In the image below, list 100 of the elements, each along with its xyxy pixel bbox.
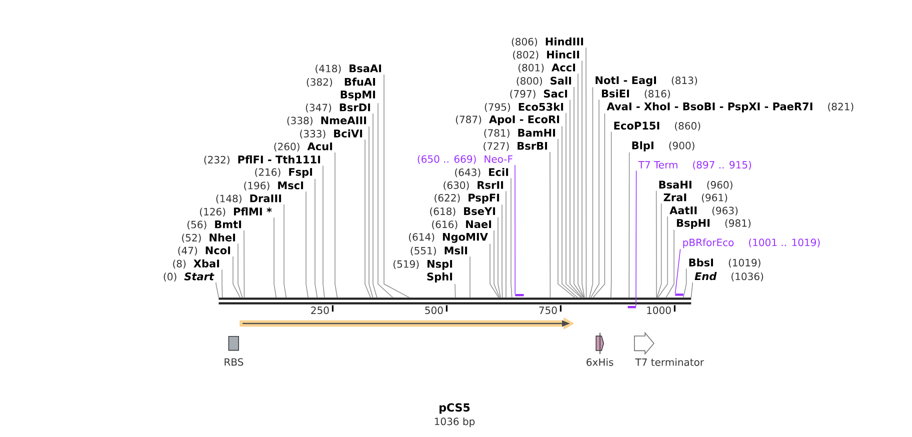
leader-line	[514, 164, 516, 294]
cut-site-label: (551) MslI	[410, 246, 468, 256]
leader-line	[238, 243, 243, 298]
cut-site-label: (148) DraIII	[216, 194, 282, 204]
cut-site-label: (787) ApoI - EcoRI	[456, 115, 560, 126]
leader-line	[490, 243, 500, 298]
leader-line	[368, 126, 374, 298]
leader-line	[574, 86, 584, 298]
leader-line	[582, 60, 585, 298]
leader-line	[570, 99, 582, 298]
leader-line	[656, 203, 662, 298]
leader-line	[674, 248, 681, 294]
cut-site-label: NotI - EagI (813)	[596, 76, 697, 86]
cut-site-label: (614) NgoMIV	[408, 232, 488, 243]
tick-label: 250	[311, 306, 329, 314]
cut-site-label: (382) BfuAI BspMI	[306, 78, 376, 101]
leader-line	[610, 131, 612, 298]
cut-site-label: (196) MscI	[244, 182, 304, 190]
leader-line	[628, 152, 630, 298]
leader-line	[222, 269, 223, 298]
cut-site-label: (797) SacI	[510, 90, 568, 99]
cut-site-label: BspHI (981)	[676, 219, 750, 229]
leader-line	[558, 138, 576, 298]
leader-line	[274, 217, 277, 298]
tick-label: 500	[425, 306, 443, 314]
leader-line	[683, 268, 687, 298]
tick-label: 750	[539, 306, 557, 314]
title: pCS5	[440, 403, 470, 414]
cut-site-label: EcoP15I (860)	[614, 122, 700, 131]
cut-site-label: (616) NaeI	[432, 220, 492, 230]
cut-site-label: (795) Eco53kI	[484, 102, 564, 112]
feature-label: 6xHis	[586, 358, 614, 366]
sequence-end-label: (0) Start	[164, 272, 214, 282]
cut-site-label: (806) HindIII	[512, 37, 584, 47]
feature-label: RBS	[224, 358, 244, 366]
primer-mark	[675, 294, 684, 296]
cut-site-label: (216) FspI	[255, 168, 312, 178]
leader-line	[216, 282, 220, 298]
cut-site-label: BbsI (1019)	[689, 258, 760, 268]
cut-site-label: (8) XbaI	[173, 259, 220, 269]
cut-site-label: (47) NcoI	[178, 246, 230, 256]
tick-label: 1000	[647, 306, 671, 314]
leader-line	[690, 282, 693, 298]
primer-mark	[628, 306, 636, 308]
leader-line	[578, 73, 584, 298]
cut-site-label: AatII (963)	[670, 206, 738, 216]
cut-site-label: (126) PflMI *	[200, 207, 272, 217]
cut-site-label: (630) RsrII	[444, 181, 504, 190]
leader-line	[322, 165, 325, 298]
leader-line	[550, 152, 551, 298]
primer-label: T7 Term (897 .. 915)	[638, 160, 752, 170]
leader-line	[636, 170, 637, 306]
leader-line	[590, 99, 600, 298]
cut-site-label: BlpI (900)	[632, 141, 694, 152]
leader-line	[510, 178, 512, 298]
leader-line	[502, 204, 503, 298]
cut-site-label: (781) BamHI	[484, 128, 556, 138]
primer-mark	[515, 294, 524, 296]
cut-site-label: (622) PspFI	[434, 194, 500, 204]
leader-line	[666, 230, 674, 298]
leader-line	[384, 74, 410, 298]
feature-label: T7 terminator	[635, 358, 704, 366]
leader-line	[586, 47, 587, 298]
cut-site-label: (52) NheI	[182, 233, 236, 243]
leader-line	[314, 178, 318, 298]
cut-site-label: (260) AcuI	[274, 142, 332, 152]
cut-site-label: (56) BmtI	[187, 220, 242, 230]
primer-label: (650 .. 669) Neo-F	[418, 155, 512, 164]
cut-site-label: (519) NspI SphI	[394, 260, 452, 283]
leader-line	[454, 284, 456, 298]
cut-site-label: (338) NmeAIII	[287, 116, 366, 126]
leader-line	[232, 256, 240, 298]
leader-line	[378, 102, 394, 298]
cut-site-label: (232) PflFI - Tth111I	[204, 155, 320, 165]
leader-line	[306, 191, 308, 298]
sequence-bar	[218, 298, 692, 304]
cut-site-label: (727) BsrBI	[484, 142, 548, 151]
leader-line	[334, 152, 338, 298]
cut-site-label: BsaHI (960)	[659, 180, 732, 190]
leader-line	[372, 113, 378, 298]
cut-site-label: (333) BciVI	[300, 129, 362, 139]
leader-line	[244, 230, 245, 298]
sequence-end-label: End (1036)	[694, 272, 764, 282]
leader-line	[656, 190, 657, 298]
cds-feature	[240, 318, 574, 330]
leader-line	[566, 112, 582, 298]
leader-line	[657, 216, 668, 298]
cut-site-label: (800) SalI	[516, 76, 572, 86]
sequence-length: 1036 bp	[434, 417, 475, 428]
cut-site-label: (347) BsrDI	[306, 104, 370, 112]
primer-label: pBRforEco (1001 .. 1019)	[683, 238, 820, 248]
leader-line	[589, 86, 594, 298]
cut-site-label: BsiEI (816)	[602, 89, 670, 99]
leader-line	[364, 139, 371, 298]
cut-site-label: (802) HincII	[513, 50, 580, 60]
cut-site-label: (618) BseYI	[430, 207, 496, 216]
leader-line	[498, 216, 501, 298]
cut-site-label: (801) AccI	[518, 64, 576, 73]
cut-site-label: (418) BsaAI	[316, 64, 382, 74]
cut-site-label: ZraI (961)	[664, 194, 728, 202]
